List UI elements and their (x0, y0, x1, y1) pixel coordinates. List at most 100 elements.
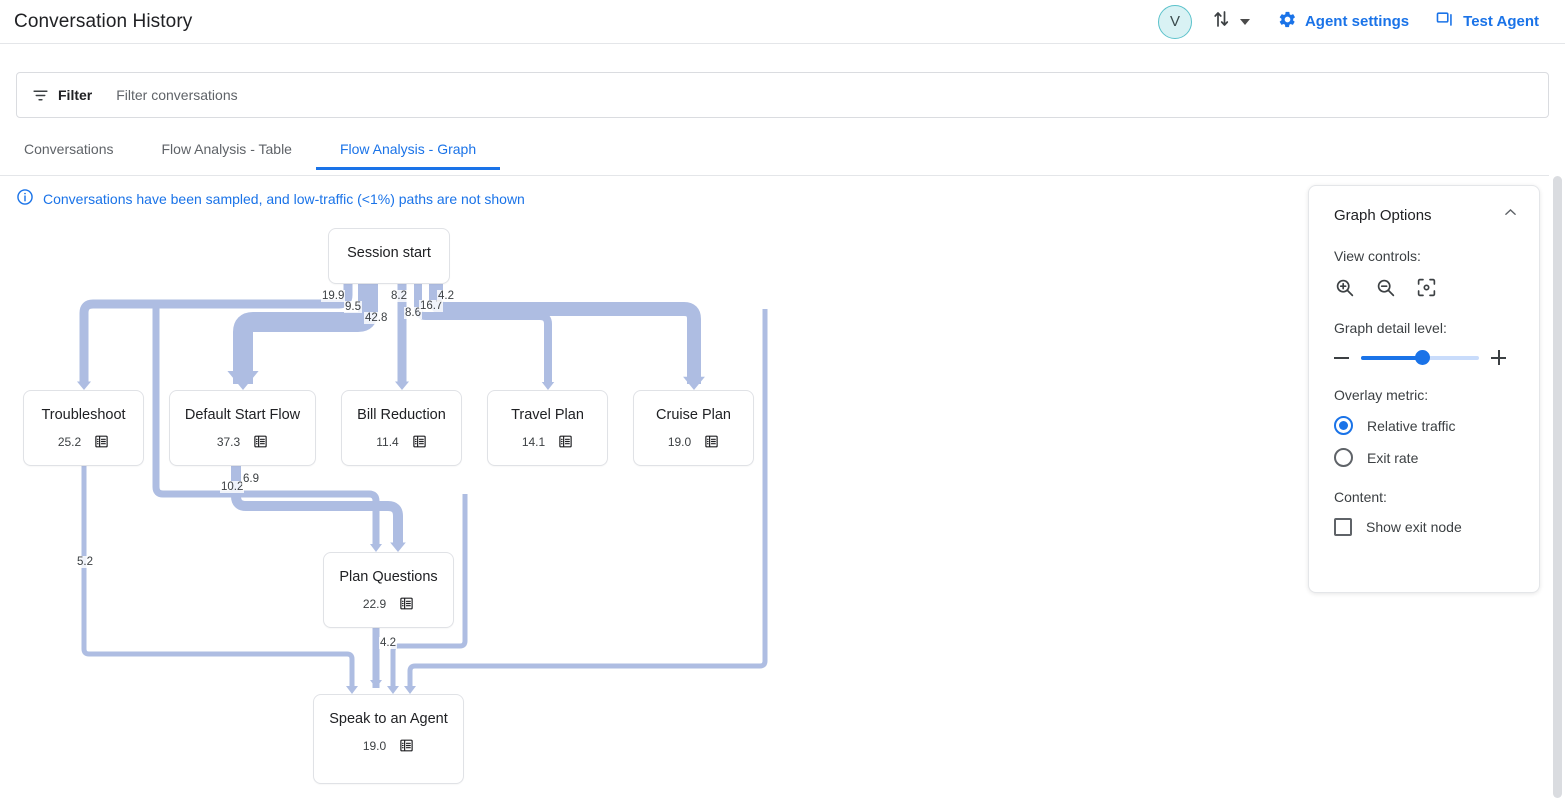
info-icon (16, 188, 34, 209)
view-controls-row (1334, 277, 1539, 298)
graph-options-panel: Graph Options View controls: (1308, 185, 1540, 593)
graph-node-default-start-flow[interactable]: Default Start Flow 37.3 (169, 390, 316, 466)
table-list-icon[interactable] (253, 434, 268, 449)
info-banner: Conversations have been sampled, and low… (16, 188, 525, 209)
edge-default-start-flow-to-plan-questions (231, 466, 403, 546)
arrowhead-plan-questions-1 (390, 542, 406, 552)
graph-node-metric: 11.4 (376, 434, 426, 449)
graph-options-title: Graph Options (1334, 206, 1432, 224)
chevron-up-icon[interactable] (1502, 204, 1519, 226)
graph-node-value: 37.3 (216, 434, 241, 449)
test-agent-button[interactable]: Test Agent (1435, 10, 1539, 33)
page-title: Conversation History (14, 10, 193, 32)
graph-node-title: Troubleshoot (41, 407, 126, 423)
edge-session-to-troubleshoot (79, 284, 353, 384)
detail-level-slider-row (1334, 350, 1539, 365)
tab-flow-analysis-graph[interactable]: Flow Analysis - Graph (315, 132, 501, 170)
graph-node-troubleshoot[interactable]: Troubleshoot 25.2 (23, 390, 144, 466)
header-actions: V Agent settings (1157, 0, 1565, 44)
slider-thumb[interactable] (1414, 350, 1430, 365)
edge-right-wrap-to-speak-to-agent (407, 309, 768, 688)
graph-node-cruise-plan[interactable]: Cruise Plan 19.0 (633, 390, 754, 466)
graph-node-metric: 19.0 (668, 434, 719, 449)
filter-bar[interactable]: Filter Filter conversations (16, 72, 1549, 118)
edge-label-5: 16.7 (419, 300, 444, 312)
content-label: Content: (1334, 489, 1387, 505)
sort-control[interactable] (1212, 9, 1250, 34)
filter-input[interactable]: Filter conversations (116, 87, 238, 103)
graph-node-title: Travel Plan (511, 407, 584, 423)
graph-node-metric: 22.9 (363, 596, 414, 611)
edge-loop-to-plan-questions (152, 306, 380, 546)
zoom-in-icon[interactable] (1334, 277, 1355, 298)
view-controls-label: View controls: (1334, 248, 1421, 264)
graph-node-title: Bill Reduction (357, 407, 446, 423)
page-scrollbar-thumb[interactable] (1553, 176, 1562, 798)
filter-label: Filter (58, 87, 93, 103)
content-option-show-exit-node-label: Show exit node (1366, 519, 1462, 535)
app-header: Conversation History V (0, 0, 1565, 44)
plus-icon[interactable] (1491, 350, 1506, 365)
arrowhead-plan-questions-2 (370, 544, 382, 552)
arrowhead-bill-reduction (394, 381, 410, 390)
table-list-icon[interactable] (399, 596, 414, 611)
graph-node-bill-reduction[interactable]: Bill Reduction 11.4 (341, 390, 462, 466)
graph-node-title: Default Start Flow (184, 407, 301, 423)
checkbox-show-exit-node[interactable] (1334, 518, 1352, 536)
graph-node-title: Cruise Plan (656, 407, 731, 423)
overlay-option-relative-traffic[interactable]: Relative traffic (1334, 416, 1539, 435)
graph-node-metric: 14.1 (522, 434, 573, 449)
tab-bar-divider (0, 175, 1549, 176)
graph-node-metric: 19.0 (363, 738, 414, 753)
graph-options-header[interactable]: Graph Options (1309, 186, 1539, 226)
filter-icon (32, 87, 49, 104)
info-banner-text: Conversations have been sampled, and low… (43, 190, 525, 207)
gear-icon (1278, 10, 1305, 33)
edge-label-9: 5.2 (76, 556, 94, 568)
graph-node-travel-plan[interactable]: Travel Plan 14.1 (487, 390, 608, 466)
table-list-icon[interactable] (94, 434, 109, 449)
chevron-down-icon (1239, 18, 1250, 25)
overlay-option-exit-rate[interactable]: Exit rate (1334, 448, 1539, 467)
arrowhead-speak-3 (404, 686, 416, 694)
table-list-icon[interactable] (399, 738, 414, 753)
tab-conversations[interactable]: Conversations (24, 141, 114, 157)
graph-node-value: 19.0 (362, 738, 387, 753)
edge-label-1: 9.5 (344, 301, 362, 313)
avatar[interactable]: V (1157, 4, 1192, 39)
table-list-icon[interactable] (558, 434, 573, 449)
overlay-option-exit-rate-label: Exit rate (1367, 449, 1419, 466)
page-scrollbar[interactable] (1550, 176, 1565, 798)
radio-relative-traffic[interactable] (1334, 416, 1353, 435)
radio-exit-rate[interactable] (1334, 448, 1353, 467)
test-agent-label: Test Agent (1463, 13, 1539, 30)
tab-bar: Conversations Flow Analysis - Table Flow… (0, 132, 1565, 176)
graph-node-metric: 37.3 (217, 434, 268, 449)
center-focus-icon[interactable] (1416, 277, 1437, 298)
edge-label-2: 42.8 (364, 312, 389, 324)
edge-label-7: 10.2 (220, 481, 245, 493)
content-option-show-exit-node[interactable]: Show exit node (1334, 518, 1539, 536)
overlay-option-relative-traffic-label: Relative traffic (1367, 417, 1456, 434)
table-list-icon[interactable] (704, 434, 719, 449)
graph-node-value: 25.2 (57, 434, 82, 449)
agent-settings-button[interactable]: Agent settings (1278, 10, 1409, 33)
tab-flow-analysis-table[interactable]: Flow Analysis - Table (161, 141, 292, 157)
table-list-icon[interactable] (412, 434, 427, 449)
detail-level-slider[interactable] (1361, 350, 1479, 365)
graph-node-value: 22.9 (362, 596, 387, 611)
agent-settings-label: Agent settings (1304, 13, 1410, 30)
arrowhead-speak-2 (370, 680, 382, 688)
graph-node-title: Speak to an Agent (329, 711, 448, 727)
graph-node-value: 14.1 (521, 434, 546, 449)
graph-node-speak-to-agent[interactable]: Speak to an Agent 19.0 (313, 694, 464, 784)
zoom-out-icon[interactable] (1375, 277, 1396, 298)
detail-level-label: Graph detail level: (1334, 320, 1447, 336)
arrowhead-speak-1 (346, 686, 358, 694)
edge-label-10: 4.2 (379, 637, 397, 649)
minus-icon[interactable] (1334, 356, 1349, 359)
edge-label-8: 6.9 (242, 473, 260, 485)
graph-node-session-start[interactable]: Session start (328, 228, 450, 284)
